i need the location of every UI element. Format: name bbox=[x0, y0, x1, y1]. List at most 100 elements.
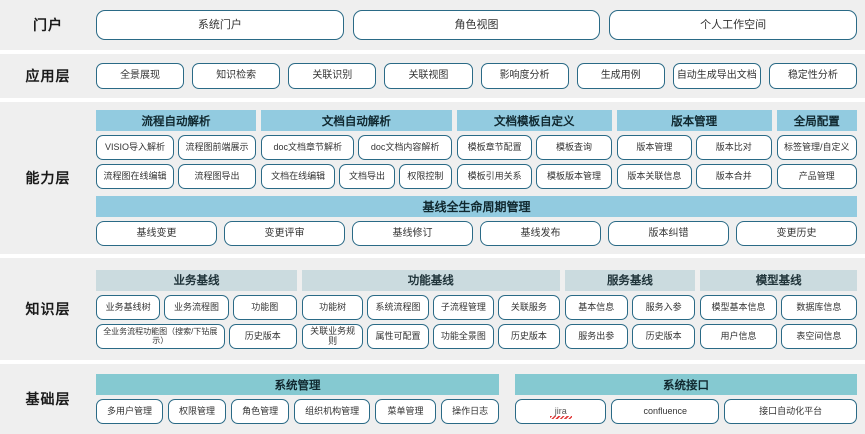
know-item-business-flowchart[interactable]: 业务流程图 bbox=[164, 294, 229, 320]
app-item-knowledge-search[interactable]: 知识检索 bbox=[192, 63, 281, 89]
capability-row: 文档在线编辑 文档导出 权限控制 bbox=[260, 164, 452, 189]
cap-item-doc-content-parse[interactable]: doc文档内容解析 bbox=[358, 135, 452, 160]
know-item-history-version-business[interactable]: 历史版本 bbox=[228, 323, 297, 349]
cap-item-flowchart-online-edit[interactable]: 流程图在线编辑 bbox=[96, 164, 174, 189]
cap-item-version-compare[interactable]: 版本比对 bbox=[696, 135, 772, 160]
capability-row: 版本关联信息 版本合并 bbox=[616, 164, 772, 189]
cap-item-doc-online-edit[interactable]: 文档在线编辑 bbox=[260, 164, 336, 189]
knowledge-row: 模型基本信息 数据库信息 bbox=[700, 294, 857, 320]
layer-label-base: 基础层 bbox=[25, 391, 71, 407]
base-item-confluence[interactable]: confluence bbox=[611, 399, 720, 424]
capability-row: VISIO导入解析 流程图前端展示 bbox=[96, 135, 256, 160]
capability-row: 模板章节配置 模板查询 bbox=[456, 135, 612, 160]
know-item-attribute-configurable[interactable]: 属性可配置 bbox=[367, 323, 429, 349]
base-row: 多用户管理 权限管理 角色管理 组织机构管理 菜单管理 操作日志 bbox=[96, 399, 500, 424]
capability-row: 模板引用关系 模板版本管理 bbox=[456, 164, 612, 189]
knowledge-row: 基本信息 服务入参 bbox=[564, 294, 696, 320]
cap-item-flowchart-export[interactable]: 流程图导出 bbox=[177, 164, 256, 189]
know-item-system-flowchart[interactable]: 系统流程图 bbox=[367, 294, 429, 320]
base-row: jira confluence 接口自动化平台 bbox=[515, 399, 858, 424]
cap-item-doc-export[interactable]: 文档导出 bbox=[339, 164, 395, 189]
layer-label-capability: 能力层 bbox=[25, 170, 71, 186]
baseline-lifecycle-block: 基线全生命周期管理 基线变更 变更评审 基线修订 基线发布 版本纠错 变更历史 bbox=[96, 196, 857, 246]
cap-item-template-reference-relation[interactable]: 模板引用关系 bbox=[456, 164, 533, 189]
capability-row: 标签管理/自定义 bbox=[776, 135, 858, 160]
cap-item-doc-chapter-parse[interactable]: doc文档章节解析 bbox=[260, 135, 355, 160]
layer-body-portal: 系统门户 角色视图 个人工作空间 bbox=[96, 10, 858, 40]
know-item-basic-info[interactable]: 基本信息 bbox=[564, 294, 628, 320]
app-item-stability-analysis[interactable]: 稳定性分析 bbox=[768, 63, 857, 89]
base-item-multi-user-management[interactable]: 多用户管理 bbox=[96, 399, 163, 424]
group-header-system-interface: 系统接口 bbox=[515, 374, 857, 395]
capability-group-container: 流程自动解析 VISIO导入解析 流程图前端展示 流程图在线编辑 流程图导出 文… bbox=[96, 110, 858, 189]
layer-body-knowledge: 业务基线 业务基线树 业务流程图 功能图 全业务流程功能图（搜索/下钻展示） 历… bbox=[96, 269, 857, 349]
baseline-item-release[interactable]: 基线发布 bbox=[480, 221, 601, 246]
base-item-role-management[interactable]: 角色管理 bbox=[231, 399, 290, 424]
cap-item-product-management[interactable]: 产品管理 bbox=[776, 164, 858, 189]
app-item-relation-view[interactable]: 关联视图 bbox=[384, 63, 473, 89]
know-item-service-output-param[interactable]: 服务出参 bbox=[564, 323, 628, 349]
portal-item-role-view[interactable]: 角色视图 bbox=[352, 10, 601, 40]
group-header-document-template-custom: 文档模板自定义 bbox=[456, 110, 612, 131]
group-header-system-management: 系统管理 bbox=[96, 374, 500, 395]
cap-item-version-management[interactable]: 版本管理 bbox=[616, 135, 693, 160]
know-item-history-version-function[interactable]: 历史版本 bbox=[498, 323, 560, 349]
know-item-model-basic-info[interactable]: 模型基本信息 bbox=[700, 294, 777, 320]
baseline-item-change-review[interactable]: 变更评审 bbox=[224, 221, 345, 246]
app-item-panoramic-display[interactable]: 全景展现 bbox=[96, 63, 185, 89]
cap-item-tag-management-custom[interactable]: 标签管理/自定义 bbox=[776, 135, 858, 160]
capability-group-version-management: 版本管理 版本管理 版本比对 版本关联信息 版本合并 bbox=[616, 110, 772, 189]
app-item-auto-export-document[interactable]: 自动生成导出文档 bbox=[672, 63, 761, 89]
cap-item-template-version-management[interactable]: 模板版本管理 bbox=[536, 164, 612, 189]
knowledge-row: 全业务流程功能图（搜索/下钻展示） 历史版本 bbox=[96, 323, 297, 349]
baseline-item-change-history[interactable]: 变更历史 bbox=[736, 221, 857, 246]
know-item-function-panorama[interactable]: 功能全景图 bbox=[432, 323, 495, 349]
know-item-database-info[interactable]: 数据库信息 bbox=[780, 294, 857, 320]
know-item-history-version-service[interactable]: 历史版本 bbox=[631, 323, 696, 349]
capability-group-process-auto-parse: 流程自动解析 VISIO导入解析 流程图前端展示 流程图在线编辑 流程图导出 bbox=[96, 110, 256, 189]
know-item-tablespace-info[interactable]: 表空间信息 bbox=[780, 323, 857, 349]
base-item-jira[interactable]: jira bbox=[515, 399, 607, 424]
layer-body-base: 系统管理 多用户管理 权限管理 角色管理 组织机构管理 菜单管理 操作日志 系统… bbox=[96, 374, 858, 424]
group-header-service-baseline: 服务基线 bbox=[564, 269, 696, 291]
group-header-global-config: 全局配置 bbox=[776, 110, 858, 131]
baseline-lifecycle-header: 基线全生命周期管理 bbox=[96, 196, 857, 217]
layer-band-base: 基础层 系统管理 多用户管理 权限管理 角色管理 组织机构管理 菜单管理 操作日… bbox=[0, 364, 865, 434]
base-item-menu-management[interactable]: 菜单管理 bbox=[374, 399, 437, 424]
know-item-related-business-rule[interactable]: 关联业务规则 bbox=[301, 323, 364, 349]
cap-item-template-chapter-config[interactable]: 模板章节配置 bbox=[456, 135, 533, 160]
layer-label-knowledge: 知识层 bbox=[25, 301, 71, 317]
baseline-item-version-correction[interactable]: 版本纠错 bbox=[608, 221, 729, 246]
cap-item-version-relation-info[interactable]: 版本关联信息 bbox=[616, 164, 693, 189]
cap-item-flowchart-frontend-display[interactable]: 流程图前端展示 bbox=[177, 135, 256, 160]
baseline-item-change[interactable]: 基线变更 bbox=[96, 221, 217, 246]
know-item-related-service[interactable]: 关联服务 bbox=[498, 294, 560, 320]
cap-item-visio-import-parse[interactable]: VISIO导入解析 bbox=[96, 135, 174, 160]
base-item-operation-log[interactable]: 操作日志 bbox=[441, 399, 500, 424]
portal-item-personal-workspace[interactable]: 个人工作空间 bbox=[609, 10, 858, 40]
app-item-relation-recognition[interactable]: 关联识别 bbox=[288, 63, 377, 89]
know-item-service-input-param[interactable]: 服务入参 bbox=[631, 294, 696, 320]
know-item-business-baseline-tree[interactable]: 业务基线树 bbox=[96, 294, 161, 320]
cap-item-version-merge[interactable]: 版本合并 bbox=[696, 164, 772, 189]
baseline-item-revision[interactable]: 基线修订 bbox=[352, 221, 473, 246]
know-item-user-info[interactable]: 用户信息 bbox=[700, 323, 777, 349]
portal-item-system-portal[interactable]: 系统门户 bbox=[96, 10, 344, 40]
knowledge-group-function-baseline: 功能基线 功能树 系统流程图 子流程管理 关联服务 关联业务规则 属性可配置 功… bbox=[301, 269, 560, 349]
know-item-function-diagram[interactable]: 功能图 bbox=[232, 294, 297, 320]
knowledge-row: 用户信息 表空间信息 bbox=[700, 323, 857, 349]
know-item-full-business-process-function-map[interactable]: 全业务流程功能图（搜索/下钻展示） bbox=[96, 323, 225, 349]
baseline-item-row: 基线变更 变更评审 基线修订 基线发布 版本纠错 变更历史 bbox=[96, 221, 857, 246]
base-item-permission-management[interactable]: 权限管理 bbox=[167, 399, 227, 424]
base-item-interface-automation-platform[interactable]: 接口自动化平台 bbox=[724, 399, 858, 424]
capability-group-document-auto-parse: 文档自动解析 doc文档章节解析 doc文档内容解析 文档在线编辑 文档导出 权… bbox=[260, 110, 452, 189]
knowledge-group-service-baseline: 服务基线 基本信息 服务入参 服务出参 历史版本 bbox=[564, 269, 696, 349]
know-item-function-tree[interactable]: 功能树 bbox=[301, 294, 364, 320]
cap-item-permission-control[interactable]: 权限控制 bbox=[398, 164, 452, 189]
base-item-org-structure-management[interactable]: 组织机构管理 bbox=[294, 399, 370, 424]
know-item-subprocess-management[interactable]: 子流程管理 bbox=[432, 294, 495, 320]
cap-item-template-query[interactable]: 模板查询 bbox=[536, 135, 612, 160]
knowledge-row: 功能树 系统流程图 子流程管理 关联服务 bbox=[301, 294, 560, 320]
app-item-impact-analysis[interactable]: 影响度分析 bbox=[480, 63, 569, 89]
app-item-generate-use-case[interactable]: 生成用例 bbox=[576, 63, 665, 89]
